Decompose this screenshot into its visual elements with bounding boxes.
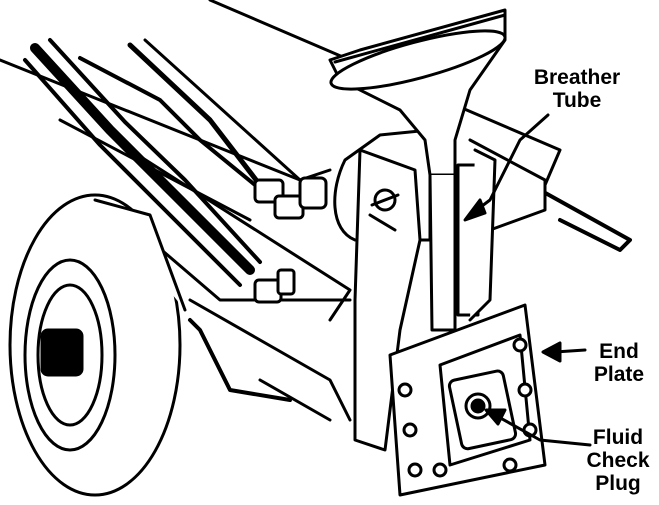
breather-tube-label: Breather Tube (522, 66, 632, 112)
end-plate-label-line1: End (599, 340, 639, 363)
fluid-check-plug-label-line2: Check (586, 449, 650, 472)
fluid-check-plug (464, 392, 492, 420)
breather-tube-label-line2: Tube (552, 89, 602, 112)
fluid-check-plug-label: Fluid Check Plug (578, 426, 658, 495)
end-plate-label-line2: Plate (593, 363, 645, 386)
leader-breather (463, 113, 550, 222)
leader-end-plate (541, 341, 587, 363)
wheel (8, 193, 187, 497)
leader-fluid-plug (484, 408, 592, 447)
end-plate-label: End Plate (580, 340, 658, 386)
axle-rod (188, 188, 632, 402)
hose-fittings (253, 176, 328, 304)
hydraulic-hoses (23, 38, 302, 287)
breather-tube-label-line1: Breather (533, 66, 621, 89)
funnel (328, 8, 507, 332)
mounting-bracket (353, 148, 497, 452)
fluid-check-plug-label-line1: Fluid (592, 426, 644, 449)
fluid-check-plug-label-line3: Plug (595, 472, 641, 495)
